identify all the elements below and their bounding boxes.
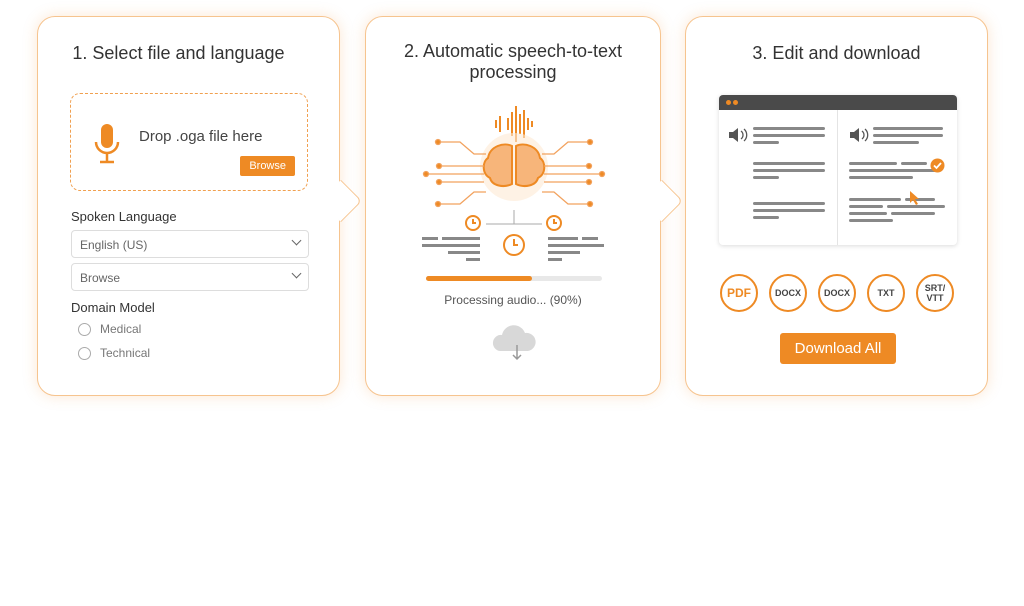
download-all-button[interactable]: Download All — [780, 333, 896, 364]
check-icon — [930, 158, 945, 173]
microphone-icon — [94, 124, 120, 164]
progress-text: Processing audio... (90%) — [444, 293, 582, 307]
progress-fill — [426, 276, 532, 281]
brain-network-illustration — [422, 106, 606, 261]
language-select[interactable]: English (US) — [71, 230, 309, 258]
radio-icon — [78, 322, 91, 336]
secondary-select-value: Browse — [80, 271, 121, 285]
window-titlebar — [719, 95, 957, 110]
format-pdf-button[interactable]: PDF — [720, 274, 758, 312]
chevron-down-icon — [291, 268, 302, 279]
format-docx-button[interactable]: DOCX — [818, 274, 856, 312]
clock-icon — [465, 215, 562, 256]
secondary-select[interactable]: Browse — [71, 263, 309, 291]
radio-label: Technical — [100, 346, 151, 360]
step-1-card: 1. Select file and language Drop .oga fi… — [37, 16, 340, 396]
domain-model-label: Domain Model — [71, 300, 155, 315]
drop-text: Drop .oga file here — [139, 128, 263, 145]
radio-technical[interactable]: Technical — [78, 346, 150, 360]
sound-wave-icon — [495, 106, 533, 142]
language-value: English (US) — [80, 238, 148, 252]
speaker-icon — [850, 128, 869, 142]
transcript-editor-preview — [719, 95, 957, 245]
chevron-down-icon — [291, 235, 302, 246]
radio-label: Medical — [100, 322, 142, 336]
format-docx-button[interactable]: DOCX — [769, 274, 807, 312]
step-3-card: 3. Edit and download PDF DOCX DOCX TXT S… — [685, 16, 988, 396]
step-1-title: 1. Select file and language — [72, 43, 285, 63]
format-txt-button[interactable]: TXT — [867, 274, 905, 312]
cursor-icon — [910, 191, 919, 205]
radio-icon — [78, 346, 91, 360]
speaker-icon — [729, 128, 748, 142]
file-drop-zone[interactable]: Drop .oga file here Browse — [70, 93, 308, 191]
browse-button[interactable]: Browse — [240, 156, 295, 176]
brain-icon — [482, 143, 546, 187]
progress-bar — [426, 276, 602, 281]
title-line: processing — [469, 62, 557, 82]
cloud-download-icon — [492, 325, 536, 361]
title-line: 2. Automatic speech-to-text — [403, 41, 623, 61]
format-buttons: PDF DOCX DOCX TXT SRT/ VTT — [720, 274, 954, 312]
step-3-title: 3. Edit and download — [752, 43, 921, 63]
spoken-language-label: Spoken Language — [71, 209, 177, 224]
format-srt-vtt-button[interactable]: SRT/ VTT — [916, 274, 954, 312]
radio-medical[interactable]: Medical — [78, 322, 141, 336]
